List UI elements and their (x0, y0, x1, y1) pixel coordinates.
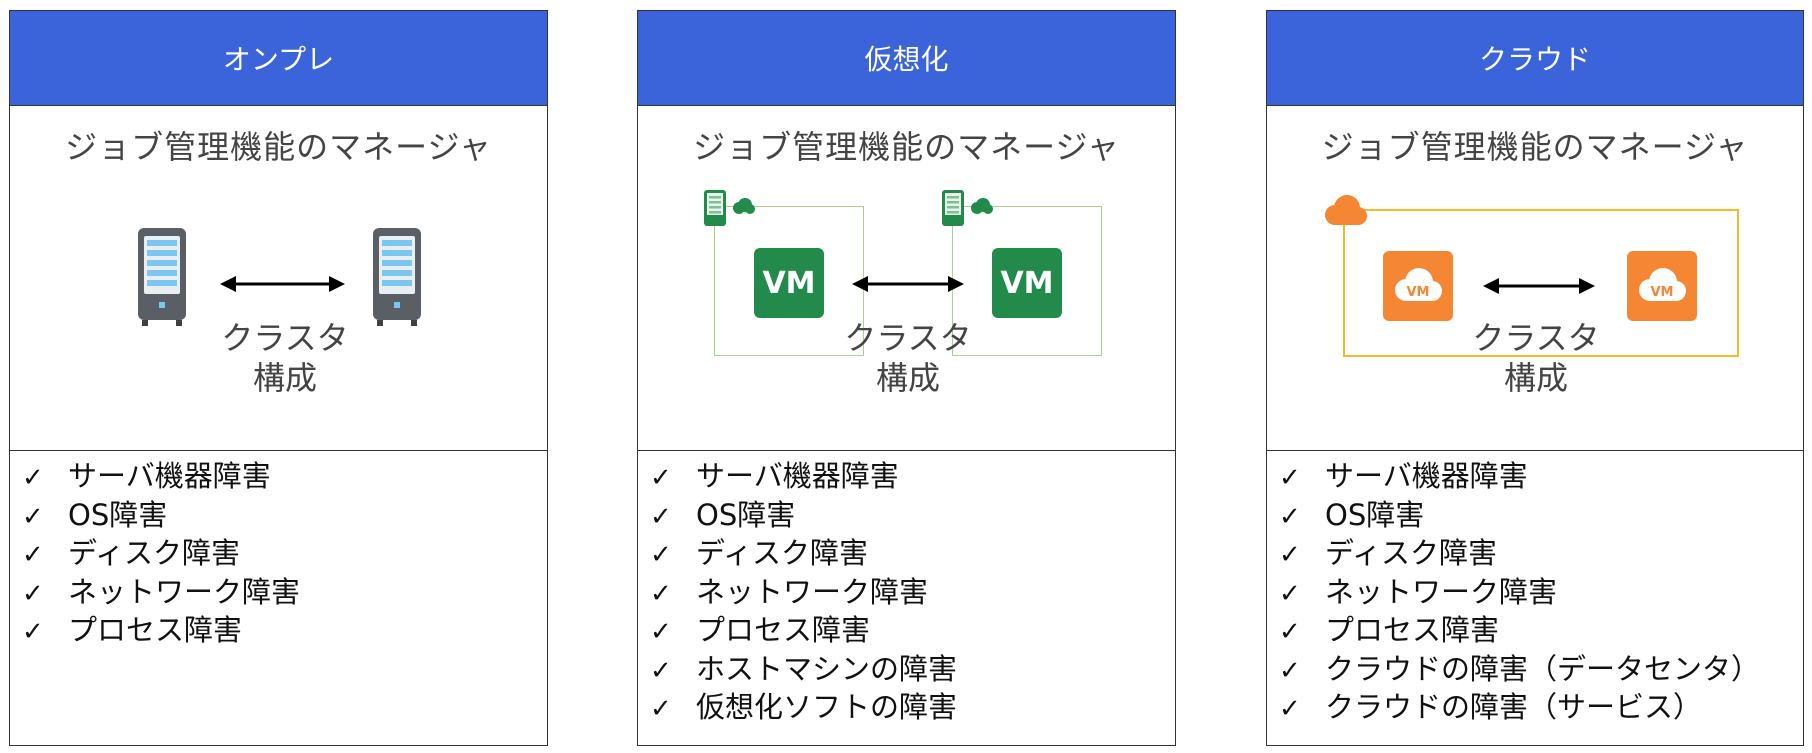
check-icon: ✓ (22, 578, 44, 609)
list-item: ✓ホストマシンの障害 (650, 650, 1175, 689)
cloud-vm-icon: VM (1627, 251, 1697, 321)
host-server-icon (942, 190, 964, 226)
check-icon: ✓ (650, 501, 672, 532)
column-onpremise: オンプレ ジョブ管理機能のマネージャ (9, 10, 548, 746)
vm-icon: VM (992, 248, 1062, 318)
issue-list: ✓サーバ機器障害 ✓OS障害 ✓ディスク障害 ✓ネットワーク障害 ✓プロセス障害 (10, 451, 547, 650)
list-item: ✓ネットワーク障害 (22, 573, 547, 612)
cloud-vm-icon: VM (1383, 251, 1453, 321)
check-icon: ✓ (22, 463, 44, 493)
list-item: ✓OS障害 (22, 496, 547, 535)
list-item: ✓サーバ機器障害 (650, 457, 1175, 496)
check-icon: ✓ (1279, 463, 1301, 493)
cluster-label: クラスタ 構成 (221, 319, 349, 397)
list-item: ✓仮想化ソフトの障害 (650, 688, 1175, 727)
column-virtualization: 仮想化 ジョブ管理機能のマネージャ (637, 10, 1176, 746)
list-item: ✓ネットワーク障害 (1279, 573, 1803, 612)
diagram-title: ジョブ管理機能のマネージャ (693, 128, 1120, 166)
bidirectional-arrow-icon (220, 276, 345, 292)
check-icon: ✓ (650, 655, 672, 686)
check-icon: ✓ (1279, 617, 1301, 647)
server-icon (373, 228, 421, 326)
cloud-icon (733, 198, 755, 214)
diagram-title: ジョブ管理機能のマネージャ (65, 128, 492, 166)
check-icon: ✓ (1279, 694, 1301, 724)
list-item: ✓サーバ機器障害 (1279, 457, 1803, 496)
check-icon: ✓ (1279, 501, 1301, 532)
check-icon: ✓ (1279, 540, 1301, 570)
check-icon: ✓ (22, 501, 44, 532)
cloud-shape-icon (1639, 268, 1686, 301)
column-header: 仮想化 (638, 11, 1175, 105)
check-icon: ✓ (650, 463, 672, 493)
column-header: クラウド (1267, 11, 1803, 105)
check-icon: ✓ (650, 694, 672, 724)
bidirectional-arrow-icon (852, 276, 964, 292)
vm-label: VM (1406, 285, 1430, 300)
diagram-panel: ジョブ管理機能のマネージャ (10, 105, 547, 451)
check-icon: ✓ (22, 617, 44, 647)
list-item: ✓クラウドの障害（サービス） (1279, 688, 1803, 727)
diagram-title: ジョブ管理機能のマネージャ (1321, 128, 1749, 166)
list-item: ✓ディスク障害 (650, 534, 1175, 573)
vm-icon: VM (754, 248, 824, 318)
list-item: ✓ディスク障害 (22, 534, 547, 573)
column-header: オンプレ (10, 11, 547, 105)
column-cloud: クラウド ジョブ管理機能のマネージャ VM (1266, 10, 1804, 746)
list-item: ✓サーバ機器障害 (22, 457, 547, 496)
check-icon: ✓ (22, 540, 44, 570)
check-icon: ✓ (1279, 655, 1301, 686)
host-server-icon (704, 190, 726, 226)
server-icon (138, 228, 186, 326)
cloud-icon (971, 198, 993, 214)
list-item: ✓プロセス障害 (650, 611, 1175, 650)
cloud-frame (1343, 209, 1739, 357)
cloud-shape-icon (1395, 268, 1442, 301)
issue-list: ✓サーバ機器障害 ✓OS障害 ✓ディスク障害 ✓ネットワーク障害 ✓プロセス障害… (638, 451, 1175, 727)
list-item: ✓ネットワーク障害 (650, 573, 1175, 612)
list-item: ✓OS障害 (650, 496, 1175, 535)
list-item: ✓プロセス障害 (1279, 611, 1803, 650)
cluster-label: クラスタ 構成 (844, 319, 972, 397)
cluster-label: クラスタ 構成 (1472, 319, 1600, 397)
check-icon: ✓ (650, 578, 672, 609)
check-icon: ✓ (650, 540, 672, 570)
list-item: ✓ディスク障害 (1279, 534, 1803, 573)
list-item: ✓クラウドの障害（データセンタ） (1279, 650, 1803, 689)
list-item: ✓OS障害 (1279, 496, 1803, 535)
check-icon: ✓ (650, 617, 672, 647)
list-item: ✓プロセス障害 (22, 611, 547, 650)
diagram-panel: ジョブ管理機能のマネージャ VM (1267, 105, 1803, 451)
check-icon: ✓ (1279, 578, 1301, 609)
cloud-icon (1325, 195, 1367, 225)
issue-list: ✓サーバ機器障害 ✓OS障害 ✓ディスク障害 ✓ネットワーク障害 ✓プロセス障害… (1267, 451, 1803, 727)
bidirectional-arrow-icon (1483, 278, 1595, 294)
vm-label: VM (1650, 285, 1674, 300)
diagram-panel: ジョブ管理機能のマネージャ (638, 105, 1175, 451)
